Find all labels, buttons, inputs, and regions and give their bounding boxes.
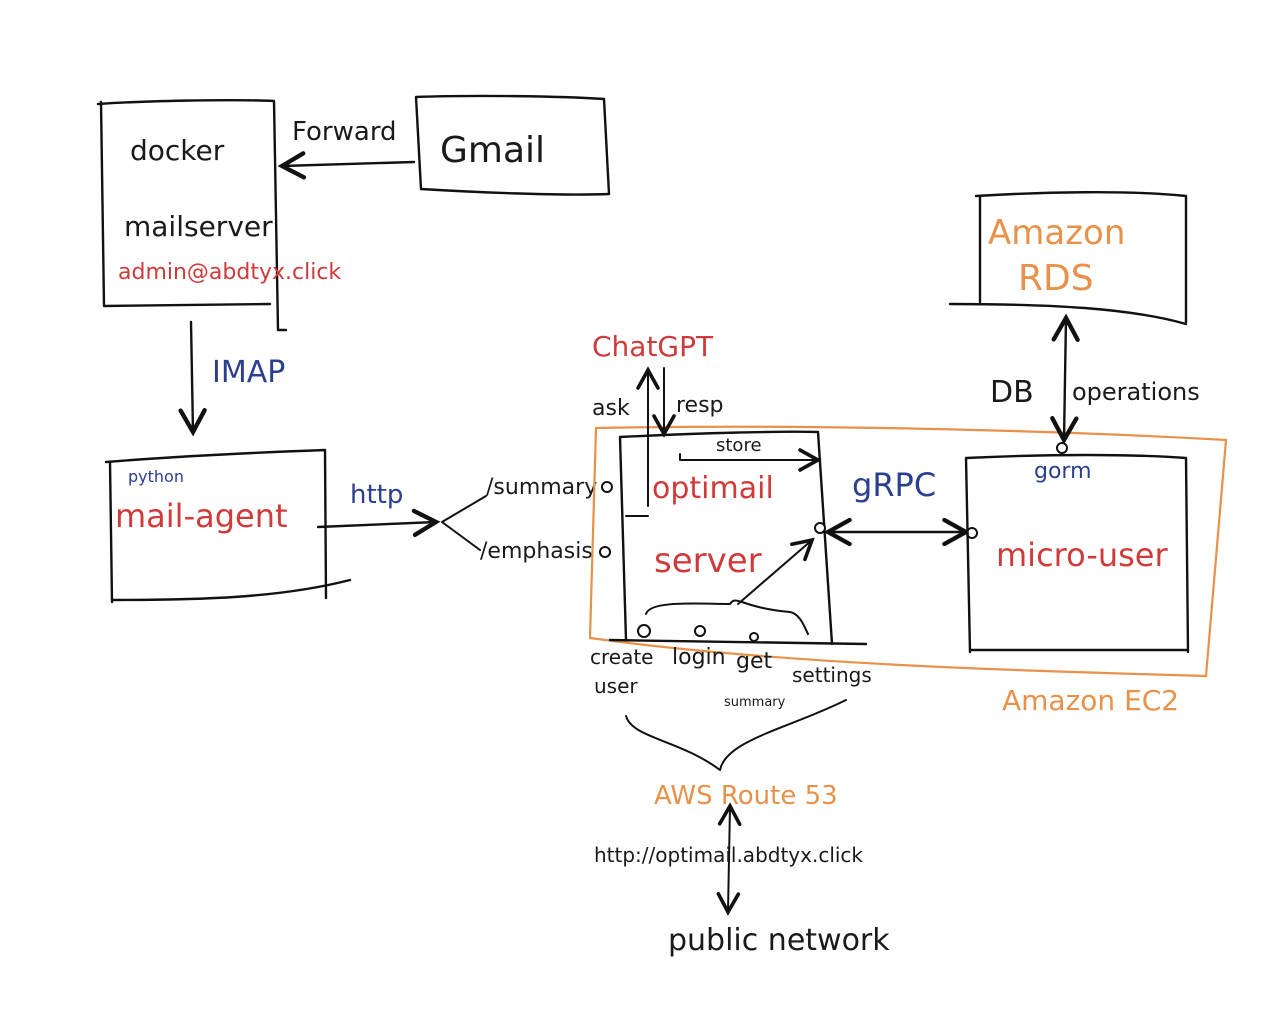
login-label: login bbox=[672, 645, 726, 670]
route53-node: AWS Route 53 http://optimail.abdtyx.clic… bbox=[594, 699, 890, 958]
admin-email-label: admin@abdtyx.click bbox=[118, 260, 341, 285]
gmail-label: Gmail bbox=[440, 130, 545, 171]
user-label: user bbox=[594, 674, 638, 698]
docker-label: docker bbox=[130, 134, 225, 167]
python-label: python bbox=[128, 467, 184, 486]
grpc-label: gRPC bbox=[852, 466, 936, 504]
http-label: http bbox=[350, 480, 403, 510]
amazon-rds-line2-label: RDS bbox=[1018, 258, 1094, 299]
amazon-ec2-container: Amazon EC2 bbox=[588, 425, 1228, 717]
create-user-port bbox=[637, 624, 651, 638]
amazon-ec2-label: Amazon EC2 bbox=[1002, 684, 1179, 717]
gmail-node: Gmail bbox=[414, 94, 611, 196]
get-label: get bbox=[736, 649, 773, 674]
summary-port bbox=[601, 481, 613, 493]
forward-edge: Forward bbox=[277, 117, 416, 180]
grpc-edge: gRPC bbox=[823, 466, 978, 547]
emphasis-route-label: /emphasis bbox=[480, 539, 593, 564]
db-label: DB bbox=[990, 375, 1034, 410]
summary-route-label: /summary bbox=[486, 475, 597, 500]
login-port bbox=[694, 625, 706, 637]
public-network-label: public network bbox=[668, 923, 890, 958]
amazon-rds-node: Amazon RDS bbox=[948, 191, 1188, 326]
mail-agent-label: mail-agent bbox=[115, 497, 288, 535]
operations-label: operations bbox=[1072, 378, 1200, 406]
gorm-label: gorm bbox=[1034, 459, 1092, 484]
micro-user-node: gorm micro-user bbox=[964, 442, 1190, 654]
server-label: server bbox=[654, 541, 762, 581]
amazon-rds-line1-label: Amazon bbox=[988, 213, 1125, 253]
get-summary-port bbox=[749, 632, 759, 642]
http-edge: http /summary /emphasis bbox=[316, 475, 613, 564]
db-operations-edge: DB operations bbox=[990, 313, 1200, 445]
docker-mailserver-node: docker mailserver admin@abdtyx.click bbox=[96, 98, 341, 332]
endpoint-labels: create user login get summary settings bbox=[590, 645, 872, 710]
route53-label: AWS Route 53 bbox=[654, 781, 838, 811]
url-label: http://optimail.abdtyx.click bbox=[594, 843, 863, 867]
settings-label: settings bbox=[792, 663, 872, 687]
summary-endpoint-label: summary bbox=[724, 695, 786, 710]
ask-label: ask bbox=[592, 396, 630, 421]
chatgpt-label: ChatGPT bbox=[592, 330, 714, 363]
mail-agent-node: python mail-agent bbox=[104, 448, 352, 604]
micro-user-db-port bbox=[1056, 442, 1068, 454]
optimail-server-node: store optimail server bbox=[608, 430, 868, 646]
micro-user-label: micro-user bbox=[996, 536, 1168, 574]
server-grpc-port bbox=[814, 522, 826, 534]
imap-label: IMAP bbox=[212, 355, 285, 390]
mailserver-label: mailserver bbox=[124, 210, 273, 243]
chatgpt-node: ChatGPT ask resp bbox=[592, 330, 724, 507]
emphasis-port bbox=[599, 546, 611, 558]
resp-label: resp bbox=[676, 393, 724, 418]
forward-label: Forward bbox=[292, 117, 397, 147]
store-label: store bbox=[716, 435, 762, 456]
create-label: create bbox=[590, 645, 654, 669]
optimail-label: optimail bbox=[652, 471, 774, 506]
imap-edge: IMAP bbox=[178, 320, 285, 437]
